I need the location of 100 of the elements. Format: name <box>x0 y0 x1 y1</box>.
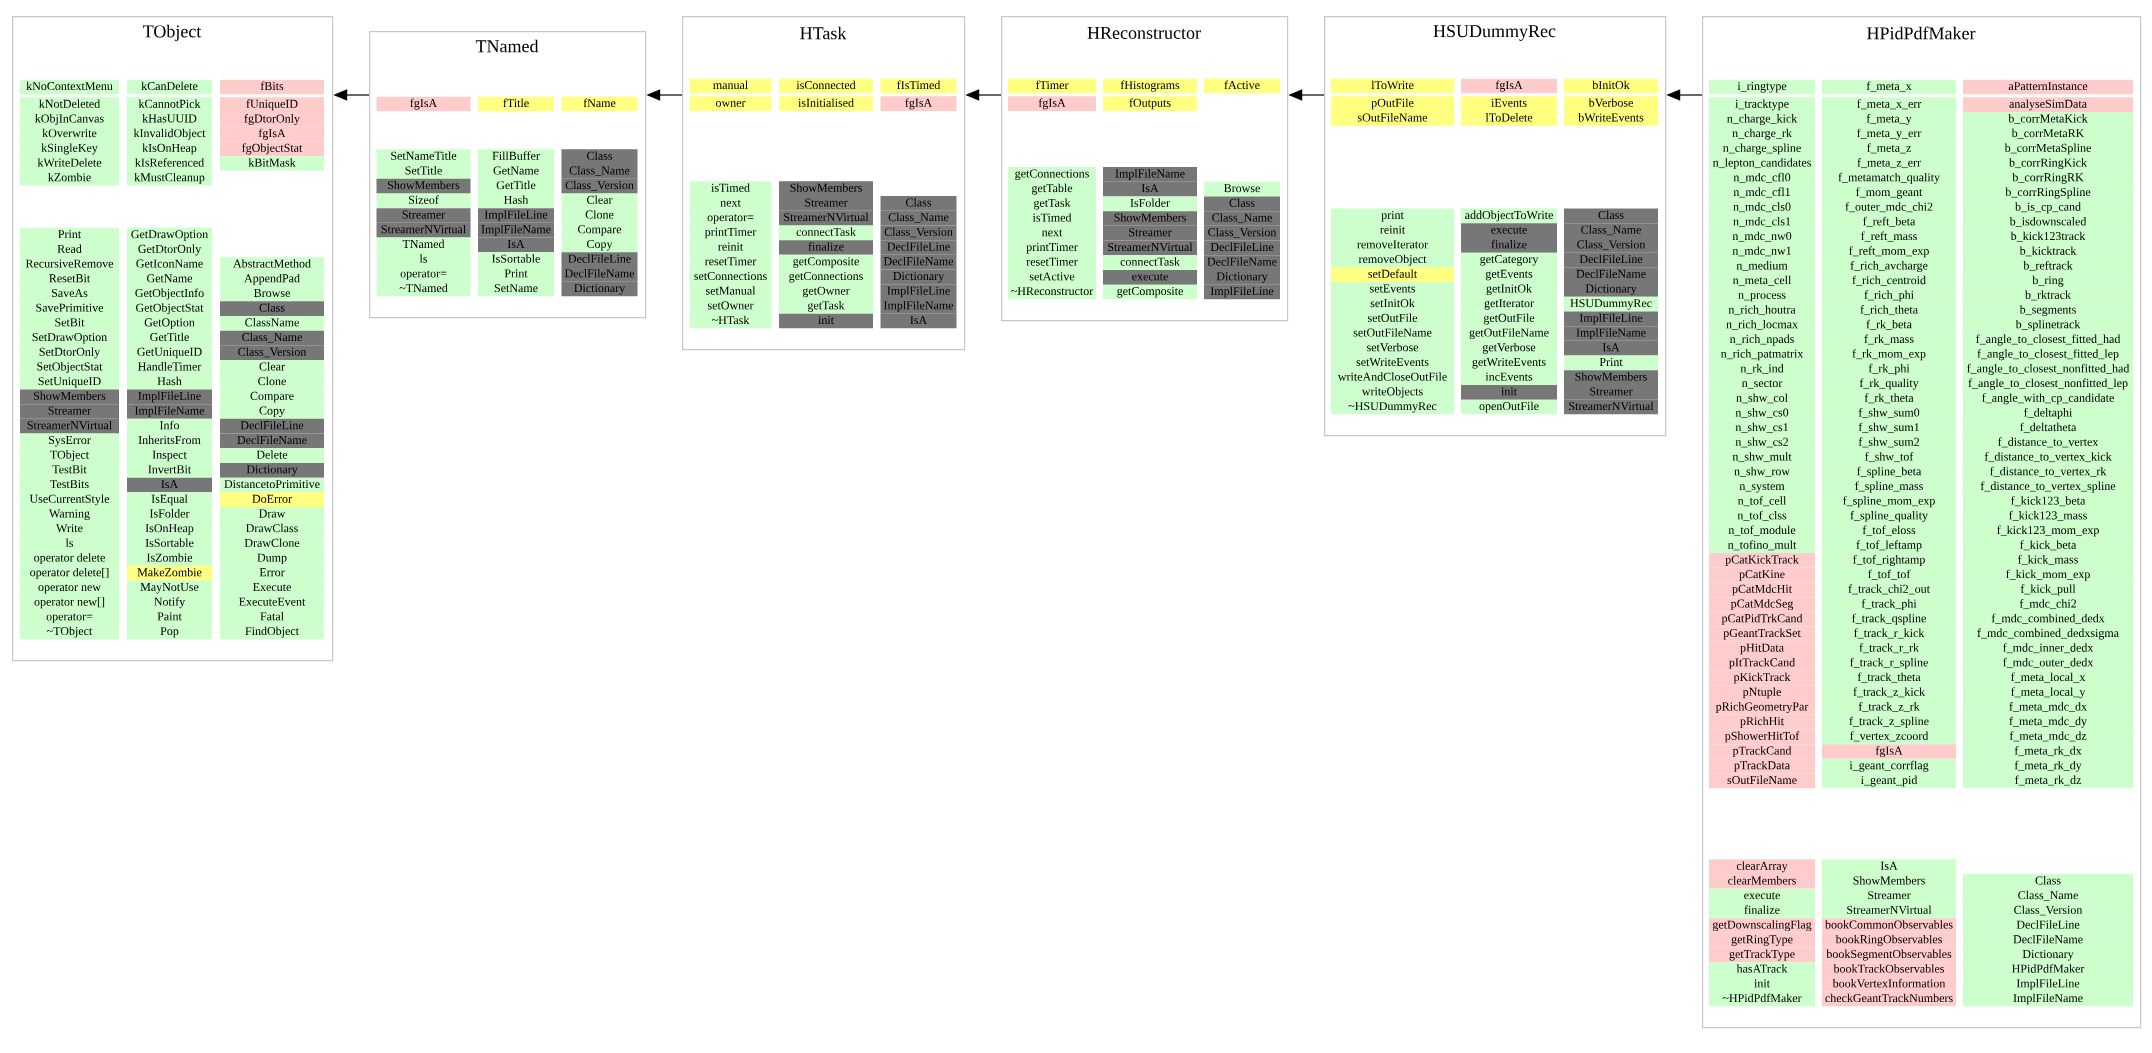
class-name: HTask <box>800 26 847 40</box>
node-label: Streamer <box>805 198 848 207</box>
node-label: f_outer_mdc_chi2 <box>1845 202 1933 213</box>
node-label: SetUniqueID <box>38 377 101 388</box>
data-member-cell: kObjInCanvas <box>20 112 119 127</box>
node-label: f_tof_rightamp <box>1853 554 1925 566</box>
class-name: HSUDummyRec <box>1433 25 1556 41</box>
node-label: GetUniqueID <box>137 347 202 359</box>
node-label: Class <box>1598 210 1624 220</box>
data-member-cell: f_shw_tof <box>1822 450 1956 465</box>
data-member-cell: fgIsA <box>1461 78 1557 94</box>
node-label: SetName <box>494 284 538 293</box>
data-member-cell: f_track_chi2_out <box>1822 582 1956 598</box>
node-label: f_kick123_mass <box>2009 510 2087 521</box>
node-label: f_kick_mom_exp <box>2006 569 2090 581</box>
method-cell: ImplFileLine <box>1564 311 1658 327</box>
data-member-cell: pNtuple <box>1709 685 1815 701</box>
node-label: n_shw_cs1 <box>1735 422 1788 433</box>
node-label: f_meta_rk_dx <box>2014 746 2082 757</box>
node-label: f_track_z_spline <box>1849 716 1929 728</box>
node-label: f_meta_z_err <box>1857 158 1921 169</box>
method-cell: RecursiveRemove <box>20 257 119 272</box>
method-cell: Dictionary <box>1564 282 1658 297</box>
node-label: kCannotPick <box>138 99 201 108</box>
node-label: DeclFileLine <box>2016 920 2080 929</box>
data-member-cell: pTrackCand <box>1709 744 1815 759</box>
node-label: AppendPad <box>244 273 300 285</box>
data-member-cell: f_tof_rightamp <box>1822 553 1956 568</box>
data-member-cell: n_medium <box>1709 259 1815 274</box>
node-label: f_rk_mass <box>1864 334 1914 345</box>
data-member-cell: kNotDeleted <box>20 97 119 113</box>
node-label: kHasUUID <box>142 114 197 123</box>
node-label: Class_Version <box>2014 905 2083 916</box>
node-label: Compare <box>250 391 294 403</box>
data-member-cell: pShowerHitTof <box>1709 729 1815 745</box>
method-cell: ImplFileName <box>1103 167 1197 182</box>
data-member-cell: f_tof_leftamp <box>1822 538 1956 554</box>
node-label: Error <box>259 568 285 577</box>
node-label: setWriteEvents <box>1356 357 1429 367</box>
method-cell: isTimed <box>1008 211 1096 226</box>
data-member-cell: f_rich_avcharge <box>1822 259 1956 274</box>
data-member-cell: f_track_r_rk <box>1822 641 1956 656</box>
method-cell: Hash <box>478 193 554 209</box>
node-label: pRichHit <box>1740 716 1784 728</box>
data-member-cell: f_deltaphi <box>1963 406 2133 421</box>
node-label: SetNameTitle <box>391 151 457 160</box>
data-member-cell: fHistograms <box>1103 78 1197 94</box>
node-label: resetTimer <box>704 257 757 266</box>
node-label: InheritsFrom <box>138 435 201 445</box>
method-cell: clearMembers <box>1709 874 1815 889</box>
node-label: bookCommonObservables <box>1825 920 1953 929</box>
node-label: IsA <box>507 239 525 249</box>
node-label: n_shw_cs0 <box>1735 408 1789 418</box>
node-label: StreamerNVirtual <box>1569 401 1654 411</box>
data-member-cell: b_corrRingKick <box>1963 156 2133 171</box>
data-member-cell: kSingleKey <box>20 141 119 157</box>
node-label: operator delete[] <box>30 567 109 579</box>
node-label: bookSegmentObservables <box>1826 949 1952 961</box>
node-label: f_kick_mass <box>2018 554 2078 565</box>
data-member-cell: analyseSimData <box>1963 97 2133 113</box>
node-label: Clear <box>587 195 613 204</box>
data-member-cell: b_kicktrack <box>1963 244 2133 260</box>
data-member-cell: f_meta_x_err <box>1822 97 1956 113</box>
data-member-cell: f_meta_z <box>1822 141 1956 157</box>
data-member-cell: kHasUUID <box>127 112 212 127</box>
node-label: ResetBit <box>49 274 91 283</box>
node-label: pCatMdcHit <box>1732 584 1792 596</box>
node-label: GetDrawOption <box>131 230 208 241</box>
data-member-cell: n_tof_cell <box>1709 494 1815 509</box>
method-cell: operator delete <box>20 551 119 566</box>
data-member-cell: f_outer_mdc_chi2 <box>1822 200 1956 215</box>
node-label: b_corrMetaRK <box>2011 128 2085 139</box>
node-label: f_distance_to_vertex_spline <box>1980 481 2116 493</box>
data-member-cell: f_meta_z_err <box>1822 156 1956 171</box>
node-label: b_ring <box>2032 275 2064 287</box>
node-label: setInitOk <box>1370 298 1415 308</box>
node-label: GetObjectInfo <box>135 288 204 300</box>
node-label: TestBit <box>52 465 87 474</box>
method-cell: bookTrackObservables <box>1822 962 1956 977</box>
node-label: operator= <box>46 613 93 623</box>
node-label: f_meta_rk_dz <box>2015 775 2082 786</box>
data-member-cell: isInitialised <box>779 96 873 112</box>
method-cell: ImplFileName <box>1564 326 1658 341</box>
method-cell: SetObjectStat <box>20 360 119 375</box>
node-label: InvertBit <box>148 465 192 474</box>
method-cell: ShowMembers <box>1822 874 1956 889</box>
node-label: checkGeantTrackNumbers <box>1825 993 1953 1003</box>
node-label: fgObjectStat <box>242 143 303 155</box>
node-label: ~HTask <box>712 315 750 325</box>
data-member-cell: bWriteEvents <box>1564 111 1658 126</box>
data-member-cell: f_spline_mom_exp <box>1822 494 1956 509</box>
data-member-cell: aPatternInstance <box>1963 79 2133 95</box>
node-label: IsSortable <box>145 538 194 547</box>
node-label: IsSortable <box>492 254 540 263</box>
node-label: IsFolder <box>149 509 190 518</box>
node-label: f_metamatch_quality <box>1838 172 1940 184</box>
node-label: GetObjectStat <box>136 303 204 315</box>
node-label: b_corrRingSpline <box>2005 187 2091 199</box>
node-label: n_charge_rk <box>1732 128 1792 140</box>
data-member-cell: iEvents <box>1461 96 1557 112</box>
